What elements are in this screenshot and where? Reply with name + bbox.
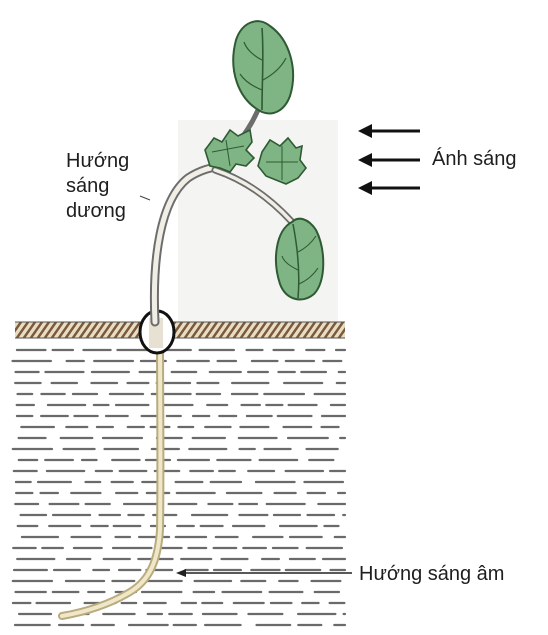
- left-arrow-icon: [358, 124, 420, 138]
- light-label: Ánh sáng: [432, 147, 517, 172]
- left-arrow-icon: [358, 181, 420, 195]
- positive-phototropism-line-2: sáng: [66, 174, 129, 199]
- positive-phototropism-line-3: dương: [66, 199, 129, 224]
- leaf-lower-right: [276, 219, 323, 300]
- soil-layer: [13, 350, 346, 625]
- positive-phototropism-line-1: Hướng: [66, 149, 129, 174]
- positive-phototropism-label: Hướng sáng dương: [66, 149, 129, 224]
- light-arrows: [358, 124, 420, 195]
- soil-surface: [15, 322, 345, 338]
- left-arrow-icon: [358, 153, 420, 167]
- stem-leader-line: [140, 196, 150, 200]
- leaf-top: [233, 21, 293, 113]
- negative-phototropism-label: Hướng sáng âm: [359, 562, 504, 587]
